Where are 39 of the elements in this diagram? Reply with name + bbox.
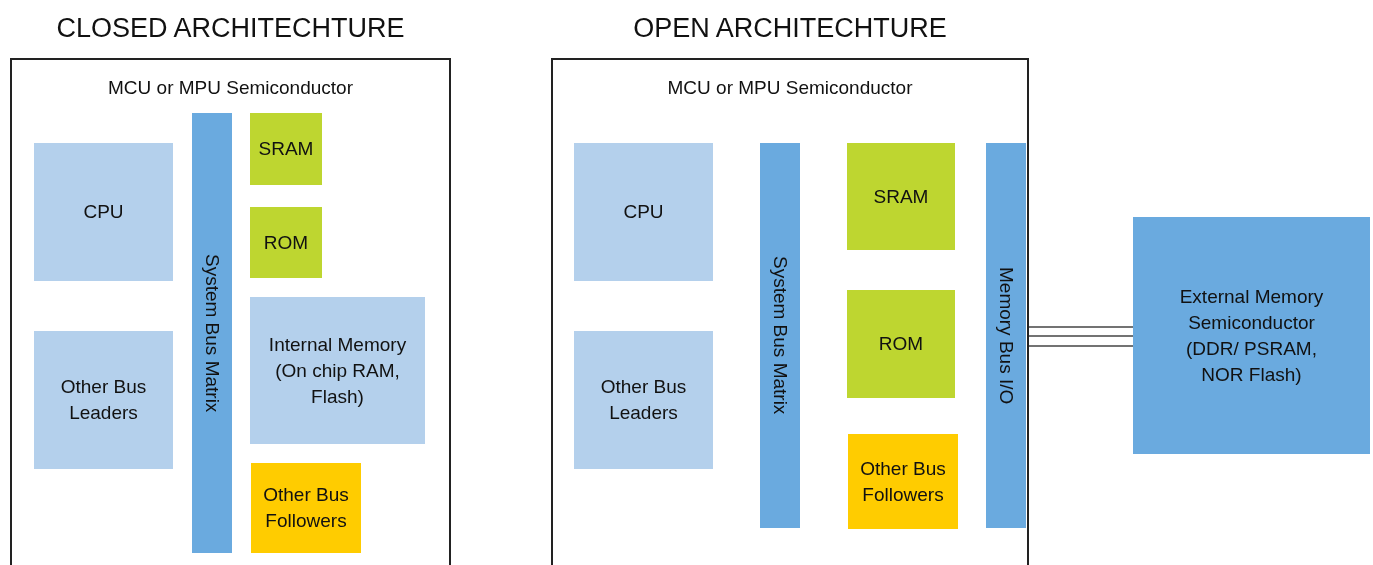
section-title: CLOSED ARCHITECHTURE (55, 12, 406, 45)
bus-matrix-bar (192, 113, 232, 553)
block-label: System Bus Matrix (769, 256, 793, 415)
block-label: ROM (262, 230, 310, 255)
bus-line (1028, 335, 1134, 337)
block-label: CPU (82, 200, 125, 224)
rom-block (250, 207, 322, 278)
bus-followers-block (848, 434, 958, 529)
block-label: CPU (622, 200, 665, 224)
chip-label: MCU or MPU Semiconductor (666, 76, 914, 100)
bus-matrix-bar (760, 143, 800, 528)
chip-container (551, 58, 1029, 565)
cpu-block (574, 143, 713, 281)
rom-block (847, 290, 955, 398)
block-label: ROM (877, 332, 925, 356)
section-title: OPEN ARCHITECHTURE (632, 12, 948, 45)
cpu-block (34, 143, 173, 281)
block-label: Other Bus Leaders (59, 375, 148, 425)
internal-memory-block (250, 297, 425, 444)
sram-block (250, 113, 322, 185)
bus-leaders-block (34, 331, 173, 469)
block-label: Other Bus Followers (859, 456, 947, 507)
block-label: Other Bus Followers (262, 483, 350, 533)
chip-label: MCU or MPU Semiconductor (107, 76, 354, 100)
block-label: SRAM (257, 137, 315, 161)
bus-line (1028, 345, 1134, 347)
block-label: Internal Memory (On chip RAM, Flash) (267, 332, 408, 409)
block-label: System Bus Matrix (201, 253, 225, 413)
block-label: Memory Bus I/O (995, 266, 1019, 405)
sram-block (847, 143, 955, 250)
external-memory-block (1133, 217, 1370, 454)
chip-container (10, 58, 451, 565)
block-label: External Memory Semiconductor (DDR/ PSRAM, NOR Flash) (1178, 284, 1325, 387)
block-label: Other Bus Leaders (599, 375, 688, 425)
block-label: SRAM (872, 184, 930, 209)
memory-bus-bar (986, 143, 1026, 528)
bus-line (1028, 326, 1134, 328)
bus-followers-block (251, 463, 361, 553)
bus-leaders-block (574, 331, 713, 469)
